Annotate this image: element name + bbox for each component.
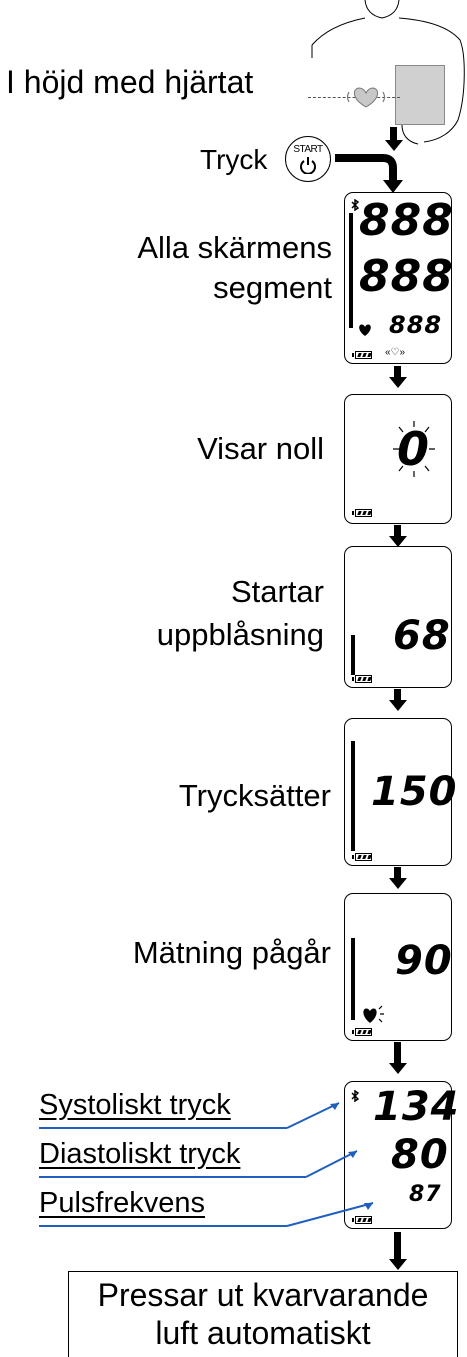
all-segments-label-1: Alla skärmens [137,230,332,265]
exhaust-label-1: Pressar ut kvarvarande [97,1277,429,1313]
battery-icon [352,351,372,359]
lcd-inflation: 68 [344,546,452,688]
arrow-1-head [385,140,403,151]
pressure-bar [349,213,353,328]
shows-zero-label: Visar noll [197,431,324,466]
pressurizing-label: Trycksätter [178,778,331,813]
pressure-bar [351,938,355,1020]
segment-bottom: 888 [389,311,443,339]
bluetooth-icon [351,1090,359,1102]
arrow-1-shaft [390,127,397,141]
bluetooth-icon [351,199,359,211]
arrow-3-shaft [394,525,401,537]
systolic-value: 134 [373,1084,460,1130]
all-segments-label-2: segment [213,270,332,305]
arrow-2-shaft [394,366,401,378]
arm-illustration [311,0,465,145]
starts-inflation-label-2: uppblåsning [156,617,324,652]
heart-icon [359,324,371,336]
starts-inflation-label-1: Startar [230,574,324,609]
heart-level-line [308,97,400,98]
diastolic-value: 80 [391,1132,449,1178]
start-button[interactable]: START [285,136,331,182]
pressure-bar [351,635,355,675]
heart-icon [363,1005,384,1023]
press-label: Tryck [200,144,268,175]
segment-top: 888 [359,195,454,246]
measuring-label: Mätning pågår [132,935,331,970]
pulse-label: Pulsfrekvens [39,1187,206,1219]
exhaust-box: Pressar ut kvarvarande luft automatiskt [68,1271,458,1357]
lcd-result: 134 80 87 [344,1081,459,1229]
arrow-7-head [389,1259,407,1270]
segment-middle: 888 [359,251,454,302]
arrow-6-shaft [394,1042,401,1064]
inflation-value: 68 [393,613,451,659]
exhaust-label-2: luft automatiskt [155,1315,371,1351]
curved-arrow [335,154,403,193]
battery-icon [352,675,372,683]
arrow-6-head [389,1063,407,1074]
diastolic-label: Diastoliskt tryck [39,1138,241,1170]
heart-level-label: I höjd med hjärtat [6,64,254,100]
battery-icon [352,509,372,517]
arrow-3-head [389,536,407,547]
arrow-4-shaft [394,689,401,701]
lcd-pressurizing: 150 [344,718,457,866]
pulse-value: 87 [409,1182,442,1207]
lcd-measuring: 90 [344,893,452,1041]
arrow-5-shaft [394,867,401,879]
battery-icon [352,1028,372,1036]
arrow-5-head [389,878,407,889]
blink-marks [393,421,435,477]
battery-icon [352,1216,372,1224]
arrow-2-head [389,377,407,388]
result-pointers [39,1102,374,1227]
measuring-value: 90 [395,938,453,984]
lcd-all-segments: 888 888 888 «♡» [344,192,454,364]
pulse-heart-icon: «♡» [385,347,406,358]
arrow-7-shaft [394,1232,401,1260]
pressure-bar [351,741,355,851]
power-icon [300,157,316,174]
heart-icon [346,84,386,110]
lcd-zero: 0 [344,394,452,524]
systolic-label: Systoliskt tryck [39,1089,231,1121]
pressurizing-value: 150 [371,769,458,815]
start-button-label: START [293,144,323,155]
battery-icon [352,853,372,861]
arrow-4-head [389,700,407,711]
cuff [395,65,445,125]
